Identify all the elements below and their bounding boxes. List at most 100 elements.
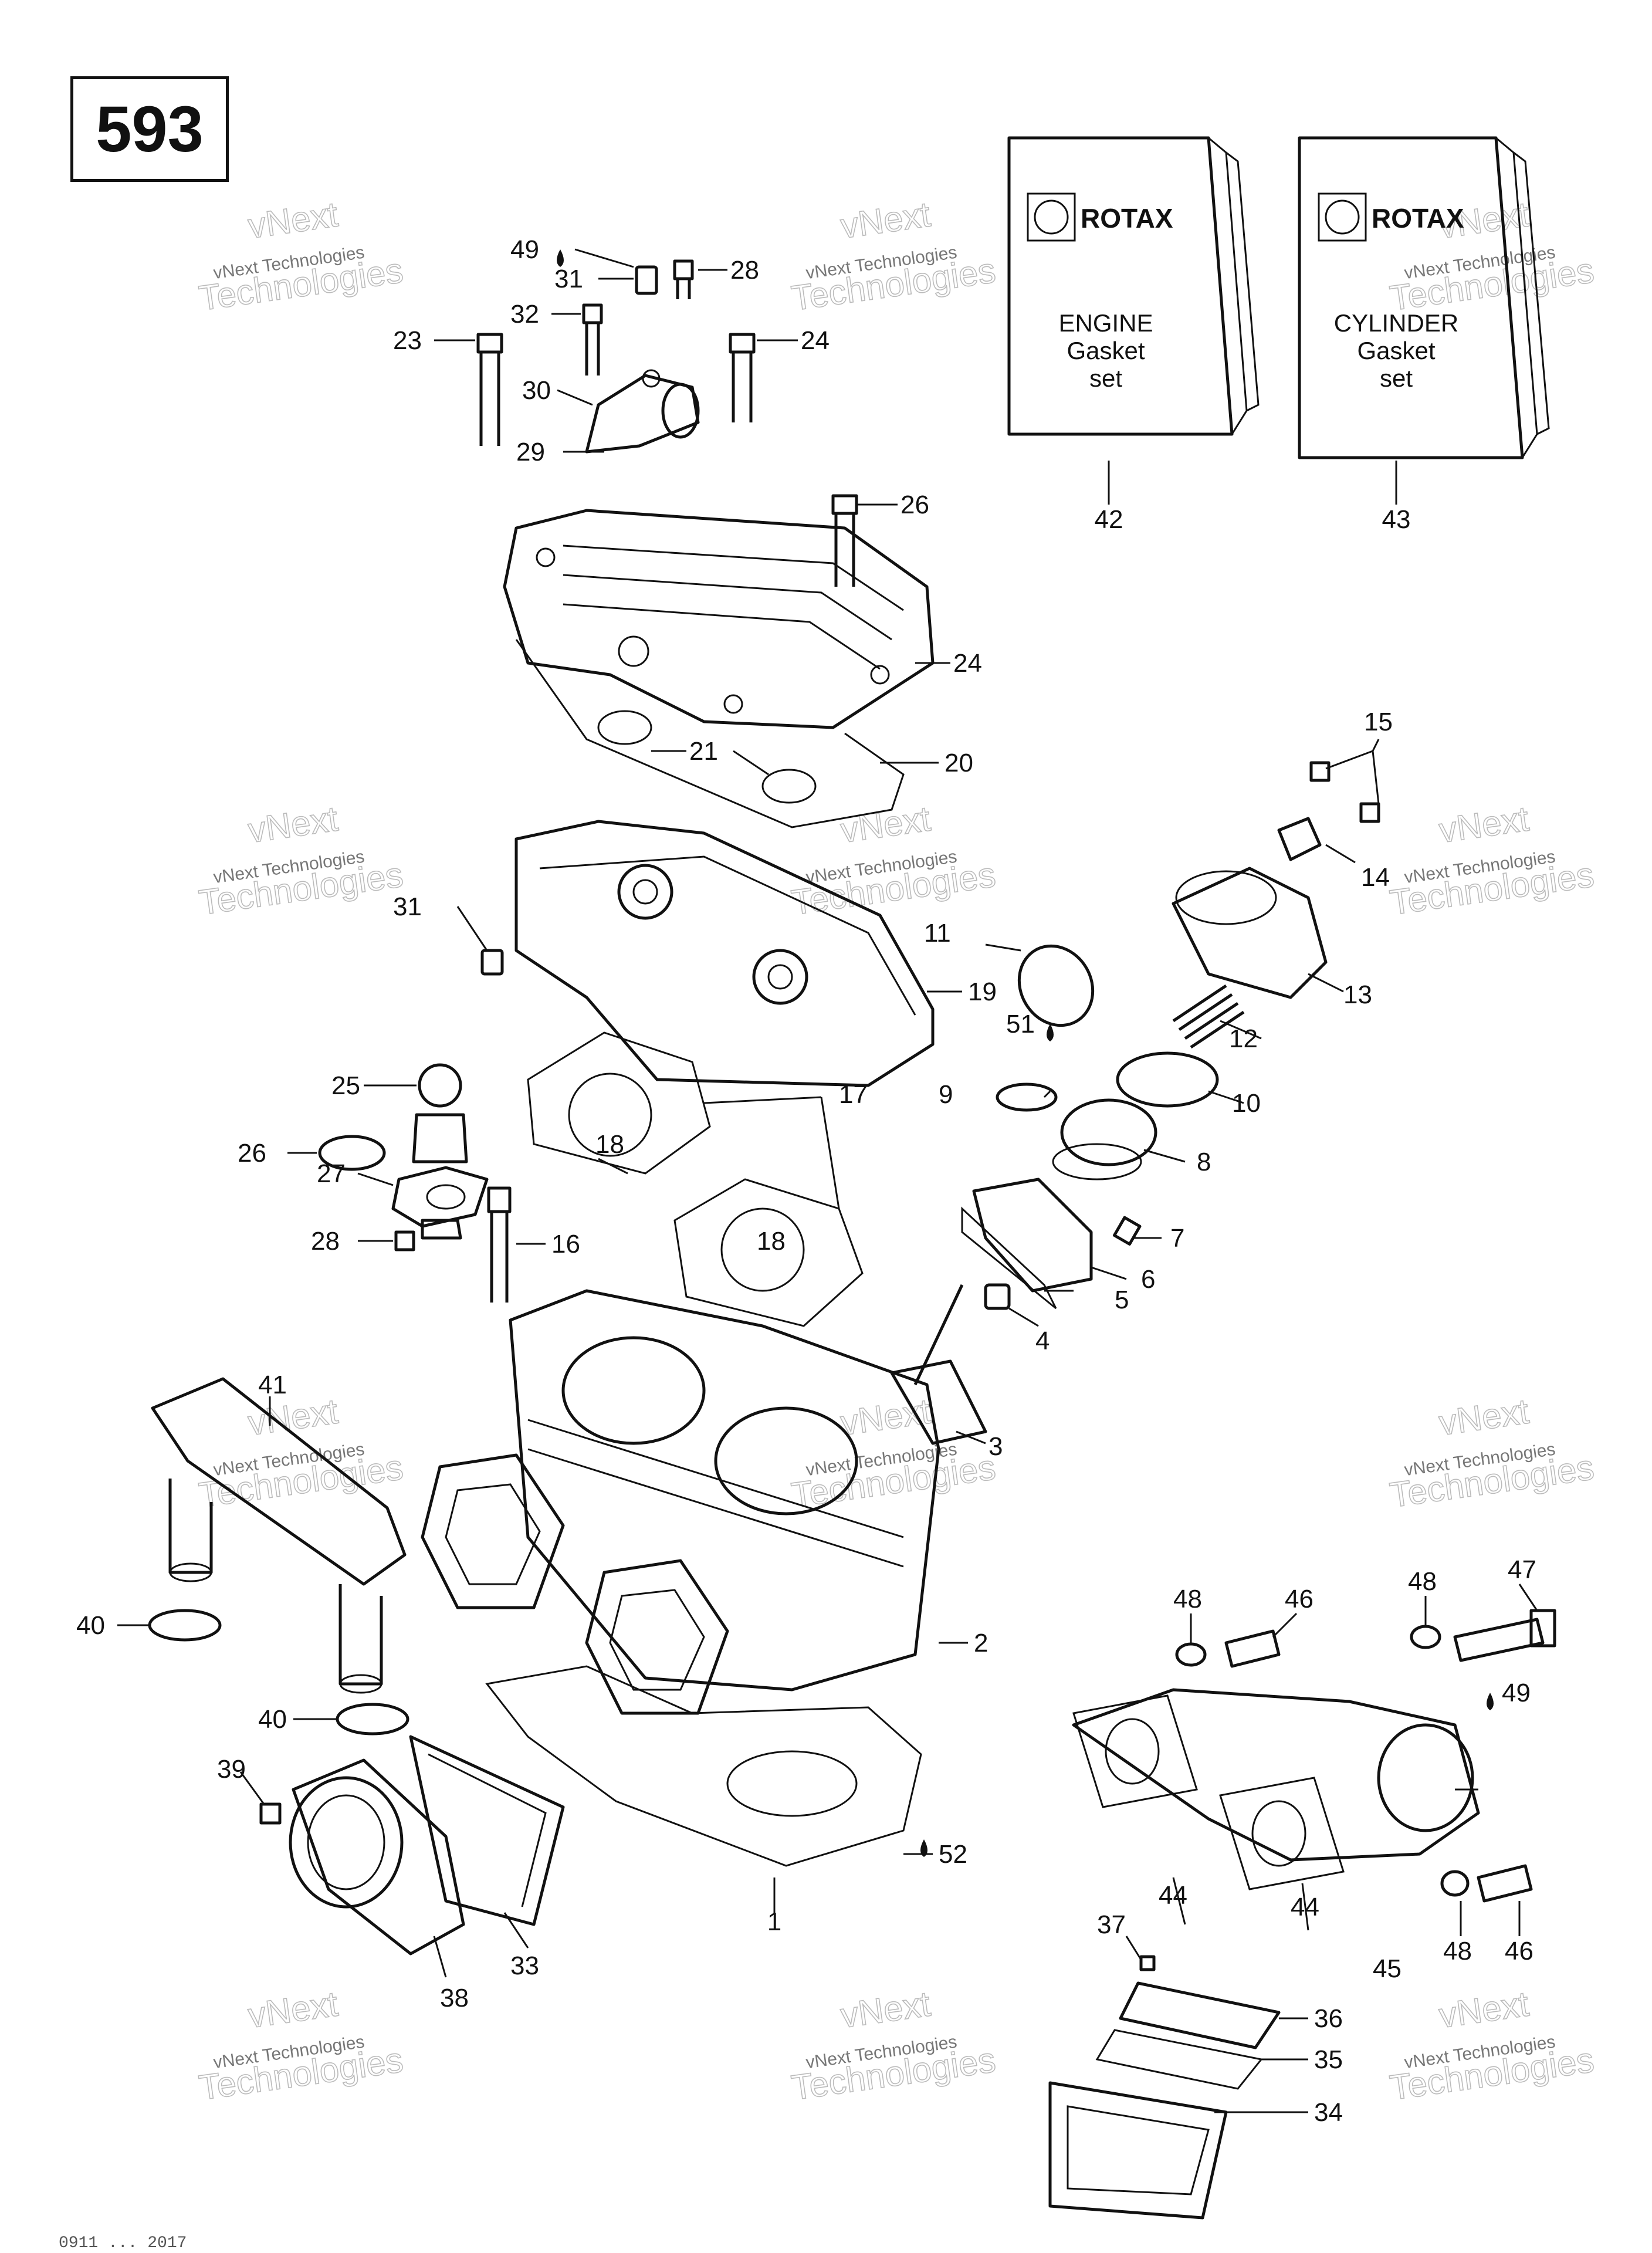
- callout[interactable]: 45: [1373, 1954, 1402, 1983]
- bolt-47[interactable]: [1453, 1609, 1556, 1662]
- callout[interactable]: 29: [516, 438, 545, 466]
- callout[interactable]: 44: [1159, 1881, 1187, 1910]
- callout[interactable]: 15: [1364, 708, 1393, 736]
- screw-15a[interactable]: [1309, 761, 1331, 782]
- screw-39[interactable]: [259, 1802, 282, 1825]
- callout[interactable]: 18: [757, 1227, 786, 1256]
- exhaust-manifold-45[interactable]: [1072, 1688, 1480, 1862]
- callout[interactable]: 1: [767, 1907, 781, 1936]
- cylinder-head[interactable]: [514, 820, 935, 1087]
- callout[interactable]: 26: [238, 1139, 266, 1168]
- o-ring-26[interactable]: [318, 1135, 386, 1171]
- rotary-valve-6[interactable]: [972, 1178, 1093, 1293]
- screw-15b[interactable]: [1359, 802, 1380, 823]
- bolt-16[interactable]: [487, 1186, 512, 1303]
- reed-stopper-35[interactable]: [1095, 2029, 1263, 2090]
- callout[interactable]: 40: [76, 1611, 105, 1640]
- callout[interactable]: 25: [331, 1071, 360, 1100]
- cover-13[interactable]: [1172, 867, 1328, 999]
- callout[interactable]: 24: [801, 326, 830, 355]
- callout[interactable]: 18: [595, 1130, 624, 1159]
- callout[interactable]: 16: [551, 1230, 580, 1259]
- callout[interactable]: 28: [311, 1227, 340, 1256]
- callout[interactable]: 36: [1314, 2004, 1343, 2033]
- thermostat-25[interactable]: [412, 1063, 468, 1163]
- callout[interactable]: 6: [1141, 1265, 1155, 1294]
- bolt-24[interactable]: [729, 333, 756, 422]
- callout[interactable]: 38: [440, 1984, 469, 2012]
- callout[interactable]: 49: [510, 235, 539, 264]
- callout[interactable]: 2: [974, 1629, 988, 1657]
- callout[interactable]: 31: [554, 265, 583, 293]
- screw-46a[interactable]: [1224, 1629, 1281, 1668]
- bolt-23[interactable]: [476, 333, 503, 446]
- washer-48a[interactable]: [1175, 1642, 1207, 1667]
- callout[interactable]: 34: [1314, 2098, 1343, 2127]
- callout[interactable]: 23: [393, 326, 422, 355]
- callout[interactable]: 33: [510, 1951, 539, 1980]
- callout[interactable]: 37: [1097, 1910, 1126, 1939]
- cylinder-gasket-kit[interactable]: ROTAX CYLINDER Gasket set 43: [1298, 136, 1550, 534]
- callout[interactable]: 31: [393, 892, 422, 921]
- head-gasket-17[interactable]: [527, 1031, 864, 1327]
- callout[interactable]: 7: [1170, 1224, 1184, 1253]
- reed-cage-left[interactable]: [421, 1453, 565, 1609]
- callout[interactable]: 12: [1229, 1024, 1258, 1053]
- exhaust-manifold-41[interactable]: [151, 1377, 407, 1694]
- shaft-3[interactable]: [890, 1284, 987, 1445]
- callout[interactable]: 10: [1232, 1089, 1261, 1118]
- o-ring-11[interactable]: [1005, 932, 1107, 1038]
- screw-37[interactable]: [1139, 1955, 1156, 1971]
- drain-plug-31[interactable]: [480, 949, 504, 976]
- callout[interactable]: 28: [730, 256, 759, 285]
- callout[interactable]: 5: [1115, 1286, 1129, 1314]
- callout[interactable]: 40: [258, 1705, 287, 1734]
- callout[interactable]: 35: [1314, 2045, 1343, 2074]
- bolt-28[interactable]: [673, 259, 694, 299]
- clamp-40a[interactable]: [148, 1609, 222, 1642]
- callout[interactable]: 11: [924, 919, 951, 948]
- callout[interactable]: 9: [939, 1080, 953, 1109]
- reed-block-33[interactable]: [409, 1735, 565, 1926]
- callout[interactable]: 27: [317, 1159, 346, 1188]
- callout[interactable]: 46: [1505, 1937, 1533, 1966]
- screw-7[interactable]: [1113, 1216, 1142, 1246]
- washer-48c[interactable]: [1440, 1870, 1470, 1897]
- callout[interactable]: 48: [1443, 1937, 1472, 1966]
- cylinder-block[interactable]: [509, 1289, 940, 1692]
- callout[interactable]: 4: [1035, 1327, 1050, 1355]
- callout[interactable]: 26: [901, 490, 929, 519]
- callout[interactable]: 30: [522, 376, 551, 405]
- intake-adaptor-38[interactable]: [289, 1758, 465, 1956]
- callout[interactable]: 3: [989, 1432, 1003, 1461]
- callout[interactable]: 46: [1285, 1585, 1314, 1613]
- thermostat-cover-27[interactable]: [391, 1166, 489, 1240]
- reed-cage-right[interactable]: [585, 1559, 729, 1715]
- callout[interactable]: 17: [839, 1080, 868, 1109]
- clamp-40b[interactable]: [336, 1703, 409, 1736]
- callout[interactable]: 14: [1361, 863, 1390, 892]
- callout[interactable]: 39: [217, 1755, 246, 1784]
- callout[interactable]: 48: [1173, 1585, 1202, 1613]
- callout-42[interactable]: 42: [1095, 505, 1123, 534]
- callout[interactable]: 21: [689, 737, 718, 766]
- callout[interactable]: 32: [510, 300, 539, 329]
- flange-gasket-44b[interactable]: [1219, 1777, 1345, 1890]
- base-gasket-1[interactable]: [485, 1665, 922, 1867]
- outlet-elbow[interactable]: [585, 369, 700, 454]
- flange-gasket-44a[interactable]: [1072, 1694, 1198, 1808]
- bolt-26[interactable]: [831, 494, 858, 587]
- cylinder-head-cover[interactable]: [503, 509, 935, 729]
- bushing-4[interactable]: [984, 1283, 1011, 1310]
- callout[interactable]: 49: [1502, 1679, 1531, 1707]
- head-cover-gasket[interactable]: [515, 639, 905, 828]
- reed-petal-36[interactable]: [1119, 1981, 1281, 2049]
- callout[interactable]: 8: [1197, 1148, 1211, 1176]
- washer-48b[interactable]: [1410, 1625, 1441, 1649]
- fitting-14[interactable]: [1277, 817, 1322, 861]
- callout-43[interactable]: 43: [1382, 505, 1411, 534]
- callout[interactable]: 48: [1408, 1567, 1437, 1596]
- gasket-5[interactable]: [961, 1206, 1057, 1310]
- callout[interactable]: 51: [1006, 1010, 1035, 1038]
- callout[interactable]: 44: [1291, 1893, 1319, 1922]
